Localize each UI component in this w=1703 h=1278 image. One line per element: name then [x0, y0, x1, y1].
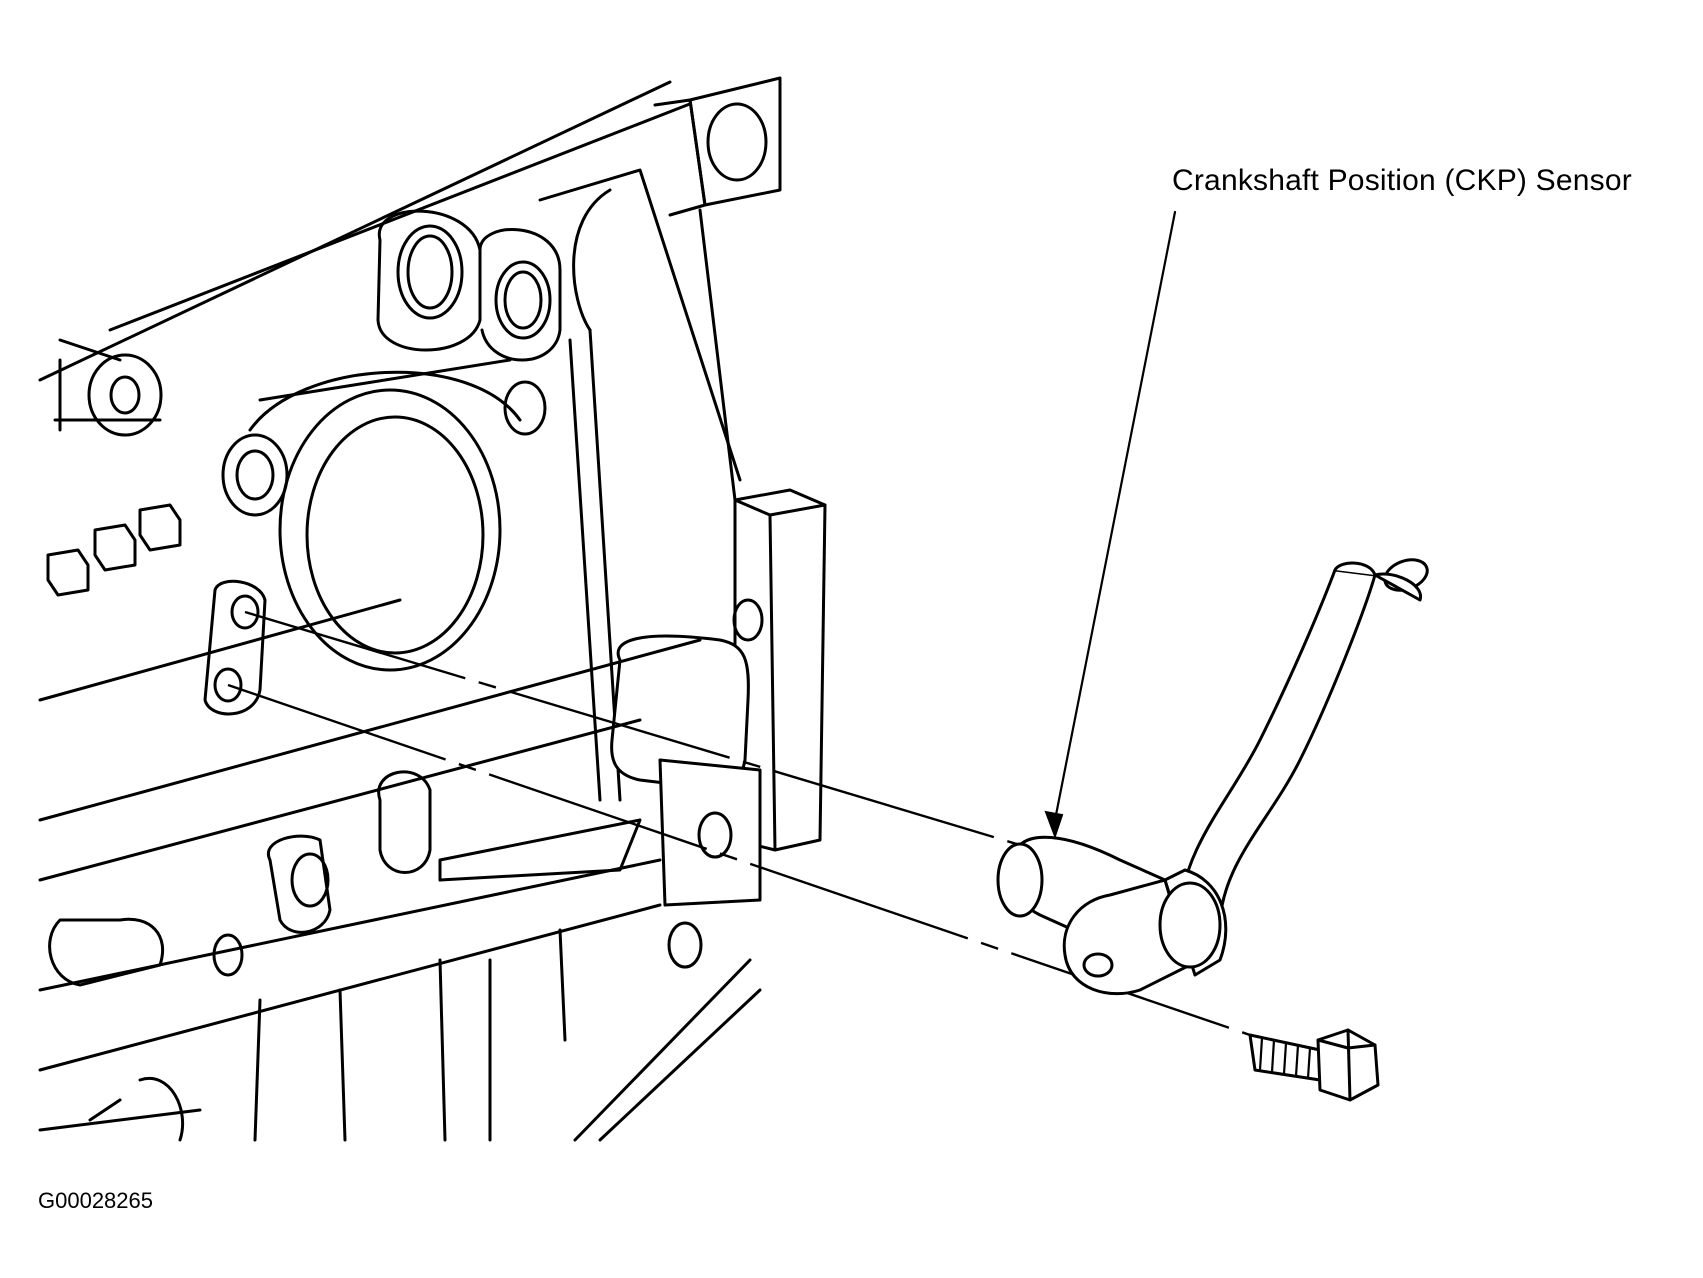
ckp-sensor	[996, 558, 1429, 996]
figure-id: G00028265	[38, 1188, 153, 1213]
ckp-sensor-label: Crankshaft Position (CKP) Sensor	[1172, 164, 1632, 197]
callout-leader	[1044, 210, 1177, 839]
engine-block	[38, 76, 827, 1142]
mounting-bolt	[1248, 1028, 1380, 1102]
